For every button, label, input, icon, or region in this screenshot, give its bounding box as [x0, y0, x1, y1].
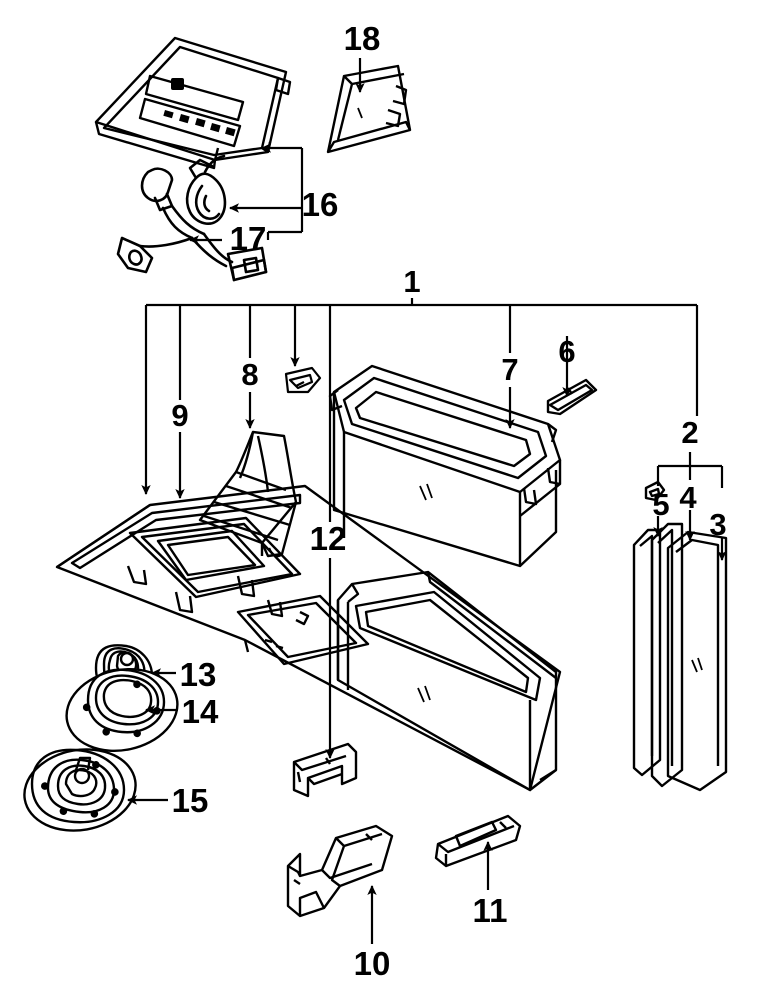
- callout-2[interactable]: 2: [681, 415, 698, 450]
- part-storage-tray: [328, 364, 562, 568]
- callout-12[interactable]: 12: [310, 520, 347, 557]
- callout-6[interactable]: 6: [558, 334, 575, 369]
- callout-8[interactable]: 8: [241, 357, 258, 392]
- part-retainer-clip-small: [284, 366, 322, 394]
- callout-14[interactable]: 14: [182, 693, 219, 730]
- part-mounting-bracket-z: [286, 824, 394, 918]
- part-shift-boot: [198, 430, 298, 558]
- part-shift-indicator-bezel: [94, 36, 292, 170]
- callout-labels: 1 2 3 4 5 6 7 8 9 10 11 12 13 14 15 16 1…: [171, 20, 726, 982]
- callout-7[interactable]: 7: [501, 352, 518, 387]
- part-console-body: [55, 484, 562, 792]
- callout-3[interactable]: 3: [709, 507, 726, 542]
- callout-4[interactable]: 4: [679, 480, 697, 515]
- part-wire-harness: [116, 154, 268, 282]
- callout-17[interactable]: 17: [230, 220, 267, 257]
- callout-13[interactable]: 13: [180, 656, 217, 693]
- part-mounting-strap: [434, 814, 522, 868]
- callout-5[interactable]: 5: [652, 487, 669, 522]
- callout-1[interactable]: 1: [403, 264, 420, 299]
- callout-15[interactable]: 15: [172, 782, 209, 819]
- callout-16[interactable]: 16: [302, 186, 339, 223]
- callout-11[interactable]: 11: [473, 892, 508, 929]
- part-trim-strip: [326, 64, 412, 154]
- callout-18[interactable]: 18: [344, 20, 381, 57]
- callout-9[interactable]: 9: [171, 398, 188, 433]
- callout-10[interactable]: 10: [354, 945, 391, 982]
- part-console-rear-bracket: [292, 742, 358, 798]
- leader-lines: [127, 58, 727, 944]
